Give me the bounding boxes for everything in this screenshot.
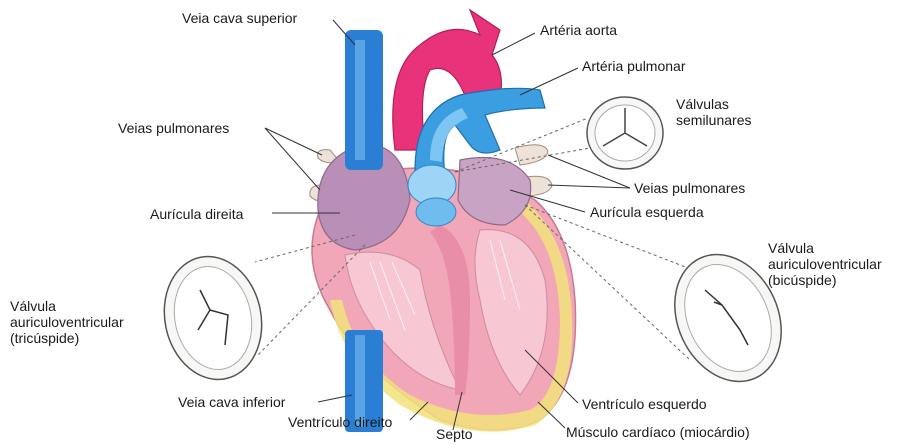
label-veias-pulmonares-right: Veias pulmonares bbox=[634, 180, 745, 196]
label-valvulas-semilunares: Válvulas semilunares bbox=[676, 96, 751, 128]
label-ventriculo-esquerdo: Ventrículo esquerdo bbox=[582, 396, 707, 412]
label-auricula-esquerda: Aurícula esquerda bbox=[590, 204, 704, 220]
label-veia-cava-inferior: Veia cava inferior bbox=[178, 394, 285, 410]
label-valvula-tricuspide: Válvula auriculoventricular (tricúspide) bbox=[10, 298, 124, 346]
label-valvula-bicuspide: Válvula auriculoventricular (bicúspide) bbox=[768, 240, 882, 288]
label-veia-cava-superior: Veia cava superior bbox=[182, 10, 297, 26]
semilunar-valve-inset bbox=[587, 97, 663, 169]
label-arteria-aorta: Artéria aorta bbox=[540, 22, 617, 38]
label-veias-pulmonares-left: Veias pulmonares bbox=[118, 120, 229, 136]
label-arteria-pulmonar: Artéria pulmonar bbox=[582, 58, 686, 74]
left-atrium bbox=[458, 158, 531, 226]
label-musculo-cardiaco: Músculo cardíaco (miocárdio) bbox=[566, 424, 750, 440]
label-ventriculo-direito: Ventrículo direito bbox=[288, 414, 392, 430]
label-auricula-direita: Aurícula direita bbox=[150, 206, 243, 222]
label-septo: Septo bbox=[436, 426, 473, 442]
tricuspid-valve-inset bbox=[153, 247, 273, 388]
